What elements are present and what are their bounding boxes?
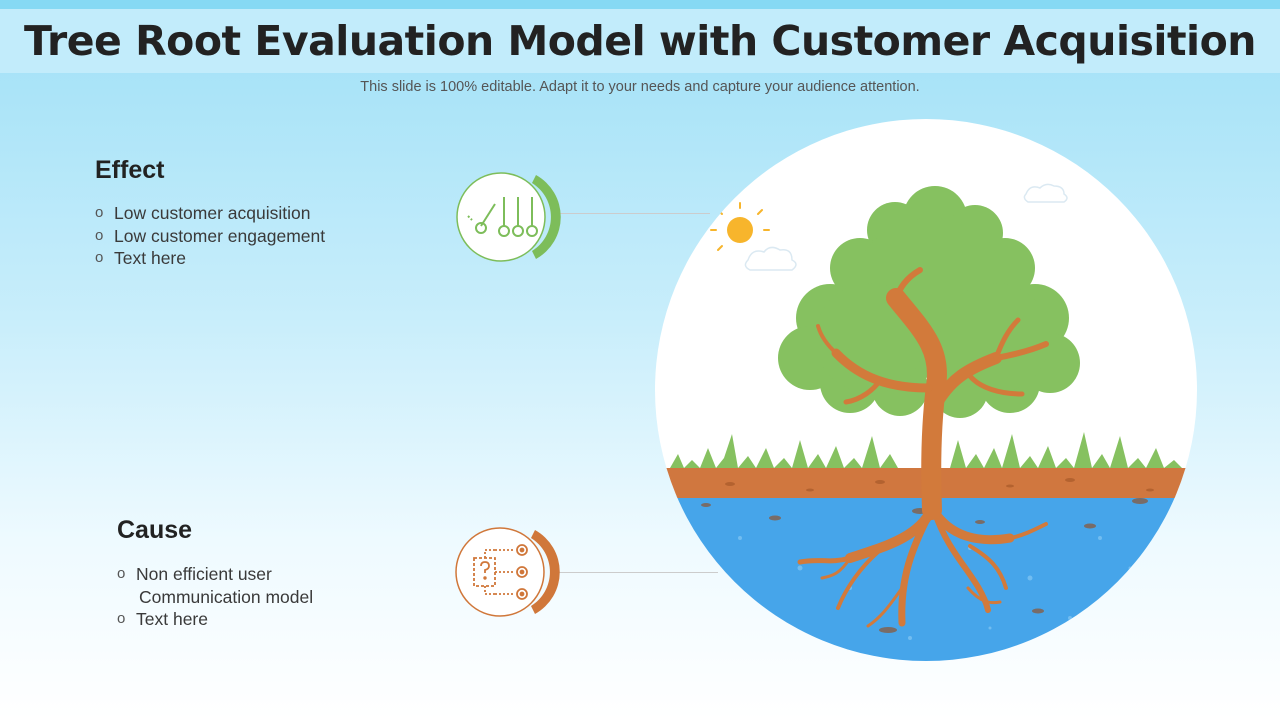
effect-item: o Low customer acquisition	[95, 202, 325, 225]
cause-item-text: Non efficient user	[136, 564, 272, 584]
slide-subtitle: This slide is 100% editable. Adapt it to…	[0, 79, 1280, 95]
top-accent-strip	[0, 0, 1280, 9]
cause-item: o Text here	[117, 608, 313, 631]
cause-item-text: Text here	[136, 609, 208, 629]
cause-heading: Cause	[117, 516, 192, 545]
bullet-marker: o	[95, 247, 103, 270]
effect-item: o Text here	[95, 247, 325, 270]
cloud-icon	[1024, 184, 1067, 202]
effect-item-text: Text here	[114, 248, 186, 268]
bullet-marker: o	[95, 225, 103, 248]
bullet-marker: o	[117, 608, 125, 631]
cause-icon-badge	[450, 524, 566, 627]
effect-item-text: Low customer engagement	[114, 226, 325, 246]
effect-item: o Low customer engagement	[95, 225, 325, 248]
cause-item-text-continued: Communication model	[136, 586, 313, 609]
slide-title: Tree Root Evaluation Model with Customer…	[0, 9, 1280, 73]
effect-item-text: Low customer acquisition	[114, 203, 310, 223]
bullet-marker: o	[117, 563, 125, 586]
effect-icon-badge	[452, 168, 568, 271]
bullet-marker: o	[95, 202, 103, 225]
effect-heading: Effect	[95, 156, 164, 185]
tree-scene-illustration	[650, 118, 1202, 670]
